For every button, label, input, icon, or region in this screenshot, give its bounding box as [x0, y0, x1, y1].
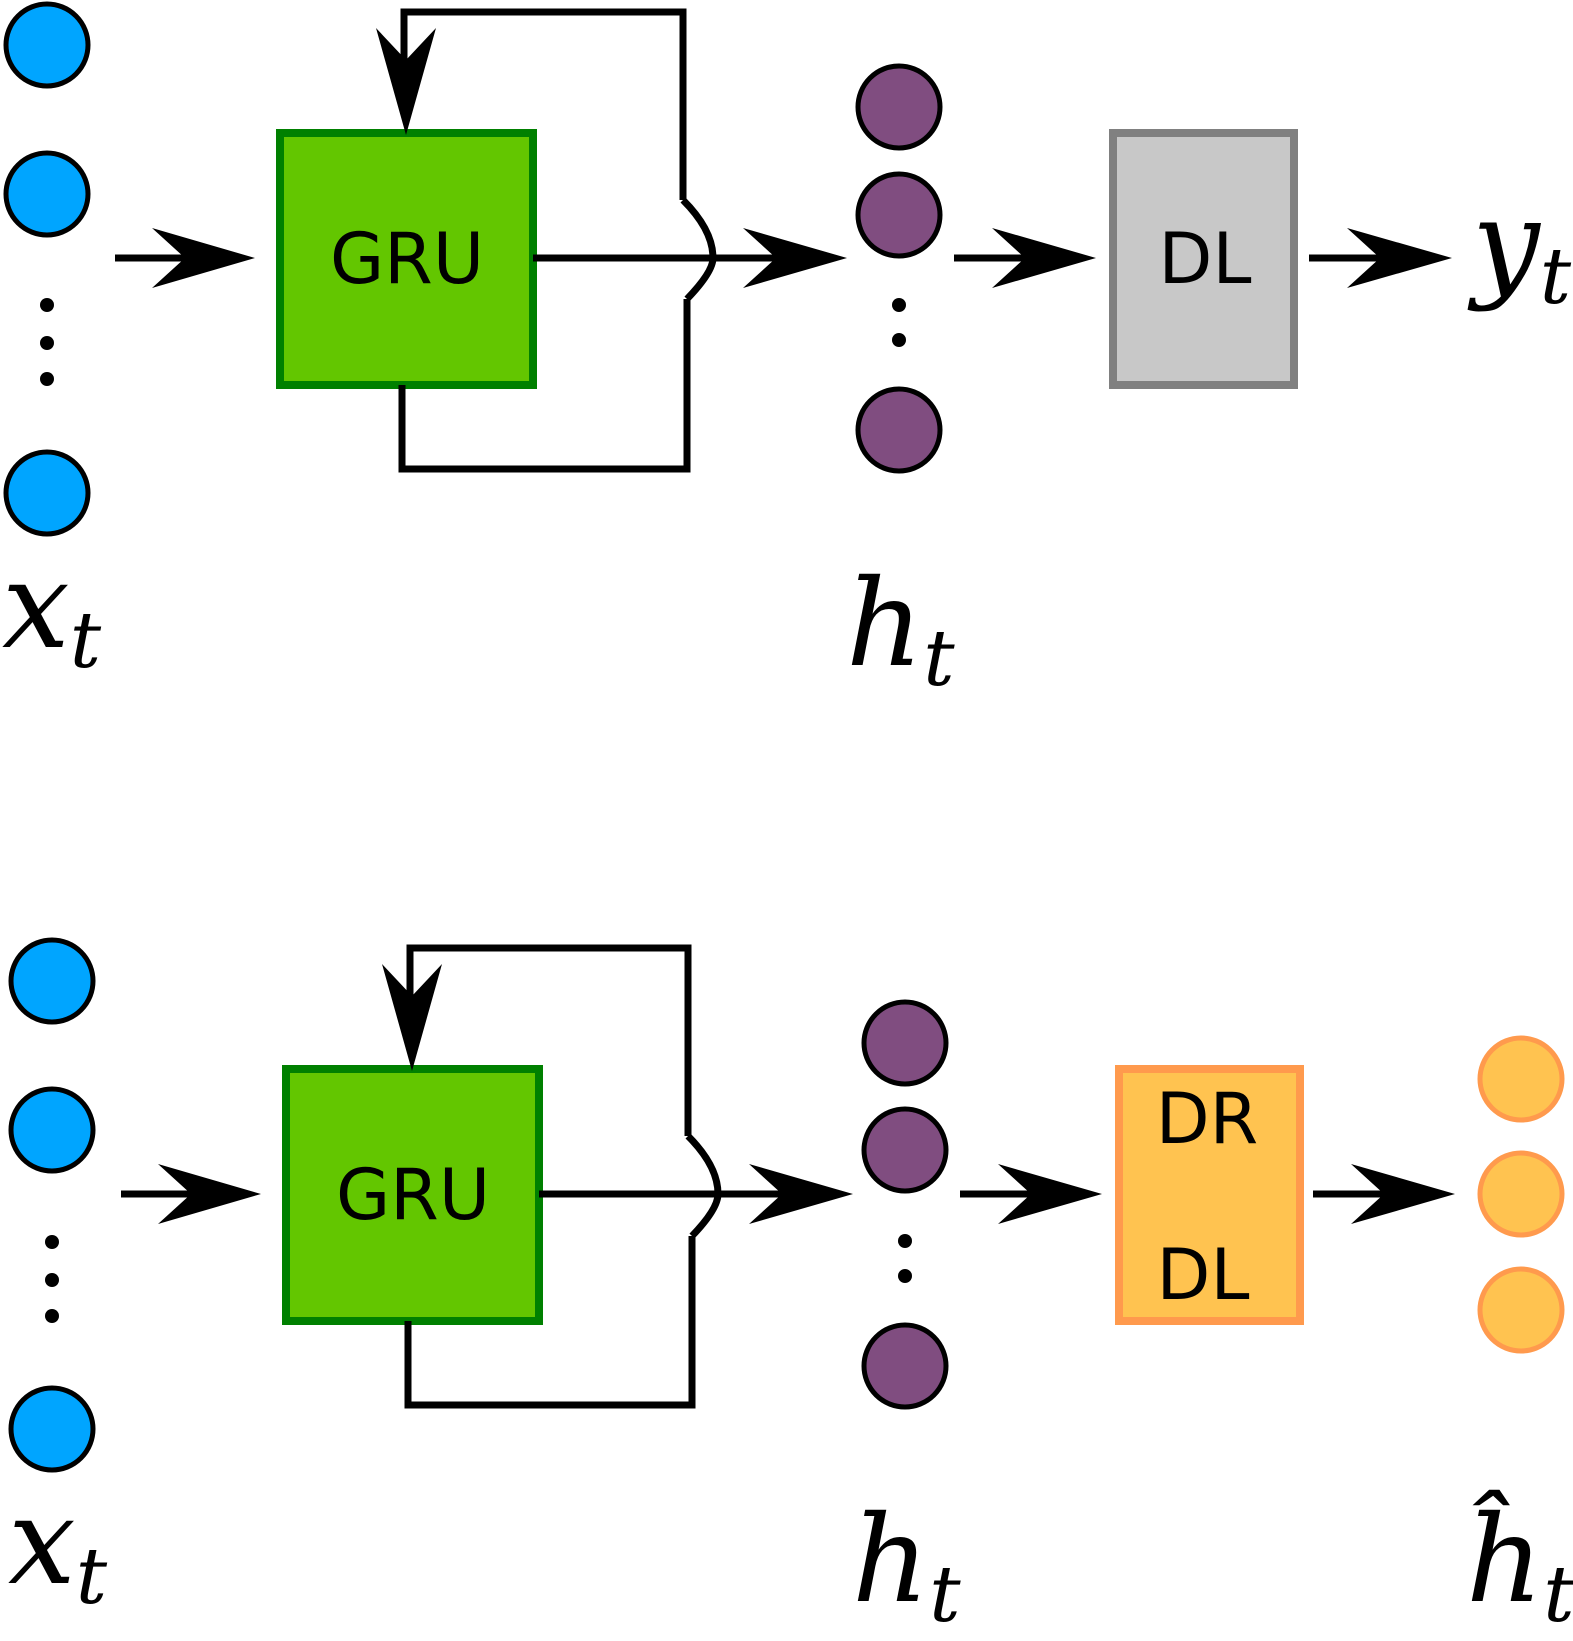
top-dl-box — [1109, 129, 1298, 389]
bottom-gru-label: GRU — [336, 1154, 490, 1236]
bottom-input-ellipsis-dot — [45, 1273, 59, 1287]
bottom-dl-label: DL — [1157, 1234, 1250, 1316]
bottom-output-nodes — [1477, 1035, 1565, 1354]
top-output-label: yt — [1467, 175, 1572, 322]
top-input-label: xt — [2, 537, 102, 686]
bottom-output-node — [1477, 1150, 1565, 1238]
bottom-hidden-nodes — [861, 999, 949, 1410]
bottom-output-label: ĥt — [1466, 1489, 1573, 1640]
top-arrow-hidden-to-dl — [954, 228, 1096, 288]
bottom-arrow-gru-to-hidden — [539, 1164, 853, 1224]
top-dl-label: DL — [1159, 218, 1252, 300]
bottom-hidden-node — [861, 1106, 949, 1194]
top-hidden-node — [855, 171, 943, 259]
bottom-hidden-label: ht — [852, 1491, 961, 1640]
bottom-input-node — [8, 1086, 96, 1174]
top-recurrent-loop — [376, 8, 717, 473]
top-input-nodes — [3, 1, 91, 537]
top-input-ellipsis-dot — [40, 298, 54, 312]
bottom-hidden-ellipsis-dot — [898, 1269, 912, 1283]
bottom-arrow-drdl-to-output — [1313, 1164, 1455, 1224]
top-hidden-nodes — [855, 63, 943, 474]
bottom-dr-label: DR — [1156, 1078, 1259, 1160]
bottom-hidden-node — [861, 1322, 949, 1410]
top-arrow-gru-to-hidden — [533, 228, 847, 288]
top-hidden-label: ht — [846, 555, 955, 704]
top-input-node — [3, 150, 91, 238]
bottom-input-ellipsis-dot — [45, 1309, 59, 1323]
top-hidden-node — [855, 63, 943, 151]
top-arrow-dl-to-output — [1309, 228, 1452, 288]
bottom-input-label: xt — [8, 1473, 108, 1622]
top-input-ellipsis-dot — [40, 372, 54, 386]
bottom-drdl-box — [1115, 1065, 1304, 1325]
bottom-hidden-ellipsis-dot — [898, 1234, 912, 1248]
bottom-output-node — [1477, 1266, 1565, 1354]
bottom-input-node — [8, 1385, 96, 1473]
top-arrow-input-to-gru — [115, 228, 255, 288]
bottom-input-node — [8, 937, 96, 1025]
top-hidden-ellipsis-dot — [892, 333, 906, 347]
bottom-arrow-input-to-gru — [121, 1164, 261, 1224]
bottom-hidden-node — [861, 999, 949, 1087]
bottom-input-ellipsis-dot — [45, 1235, 59, 1249]
bottom-arrow-hidden-to-drdl — [960, 1164, 1102, 1224]
bottom-output-node — [1477, 1035, 1565, 1123]
bottom-diagram: GRU DR DL — [8, 937, 1573, 1640]
top-input-node — [3, 449, 91, 537]
top-diagram: GRU DL — [2, 1, 1572, 704]
top-gru-label: GRU — [330, 218, 484, 300]
top-hidden-node — [855, 386, 943, 474]
top-hidden-ellipsis-dot — [892, 298, 906, 312]
bottom-input-nodes — [8, 937, 96, 1473]
top-input-node — [3, 1, 91, 89]
top-input-ellipsis-dot — [40, 336, 54, 350]
